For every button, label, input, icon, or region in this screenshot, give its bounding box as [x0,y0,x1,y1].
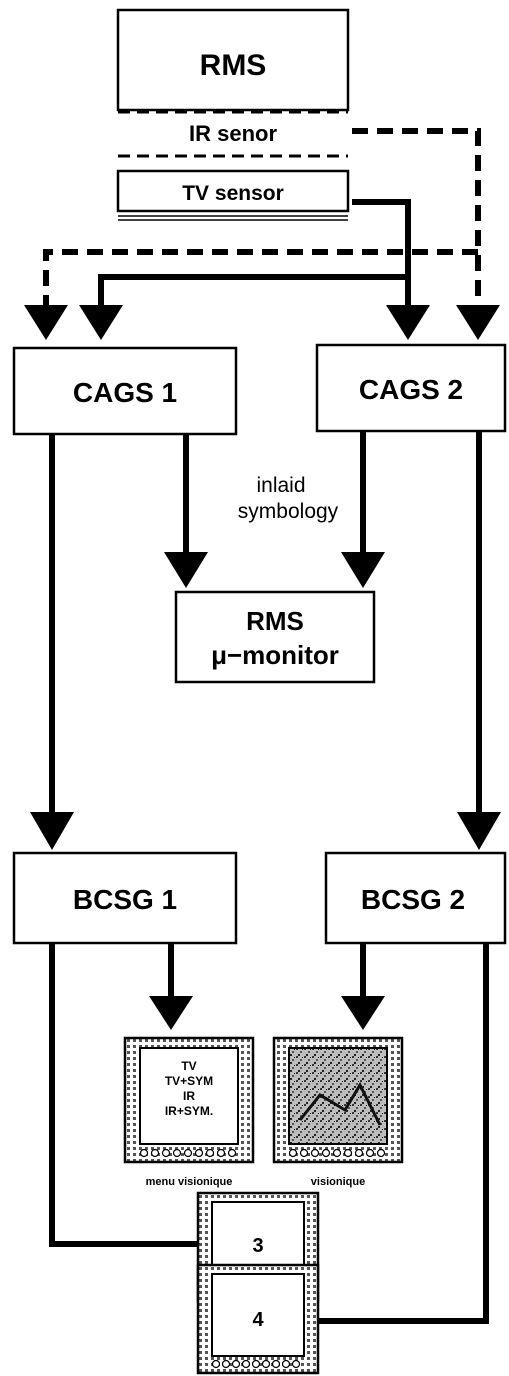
menu-option-tv-sym: TV+SYM [165,1074,213,1088]
annotation-symbology: symbology [238,500,339,523]
display-4-label: 4 [252,1309,264,1331]
mfd-display-4: 4 [196,1263,320,1375]
bcsg-1-box: BCSG 1 [12,851,238,945]
arrowheads-cags [24,305,500,340]
arrowhead [456,305,500,340]
arrowhead [341,552,385,588]
arrowhead [30,812,74,850]
video-display-caption: visionique [311,1176,365,1188]
arrowheads-bcsg [30,812,501,850]
cags-2-label: CAGS 2 [359,374,463,405]
arrowhead [164,552,208,588]
menu-option-tv: TV [181,1059,196,1073]
ir-signal-path [43,128,481,312]
cags-1-box: CAGS 1 [12,346,238,436]
monitor-line2: μ−monitor [211,640,339,670]
arrowhead [386,305,430,340]
monitor-line1: RMS [246,606,304,636]
menu-option-ir-sym: IR+SYM. [165,1104,213,1118]
bcsg-to-display-paths [49,943,489,1324]
display-3-label: 3 [252,1235,263,1257]
arrowhead [341,996,385,1030]
mfd-menu-display: TV TV+SYM IR IR+SYM. menu visionique [123,1036,255,1188]
bezel-buttons [139,1148,237,1158]
rms-unit: RMS IR senor TV sensor [116,8,350,221]
annotation-inlaid: inlaid [256,474,305,497]
cags-to-bcsg-paths [49,431,482,818]
rms-monitor-box: RMS μ−monitor [174,590,376,684]
tv-sensor-label: TV sensor [182,182,284,205]
bcsg-2-box: BCSG 2 [324,851,507,945]
tv-signal-path [98,199,411,312]
menu-option-ir: IR [183,1089,195,1103]
arrowhead [149,996,193,1030]
cags-to-monitor-paths [183,431,366,558]
arrowheads-monitor [164,552,385,588]
menu-display-caption: menu visionique [146,1176,233,1188]
video-scene-icon [298,1081,382,1126]
cags-2-box: CAGS 2 [315,343,507,433]
cags-1-label: CAGS 1 [73,377,177,408]
ir-sensor-label: IR senor [189,121,277,146]
arrowhead [457,812,501,850]
bcsg-2-label: BCSG 2 [361,884,465,915]
arrowhead [24,305,68,340]
rms-title: RMS [200,49,267,82]
bcsg-1-label: BCSG 1 [73,884,177,915]
arrowhead [79,305,123,340]
mfd-video-display: visionique [272,1036,404,1188]
